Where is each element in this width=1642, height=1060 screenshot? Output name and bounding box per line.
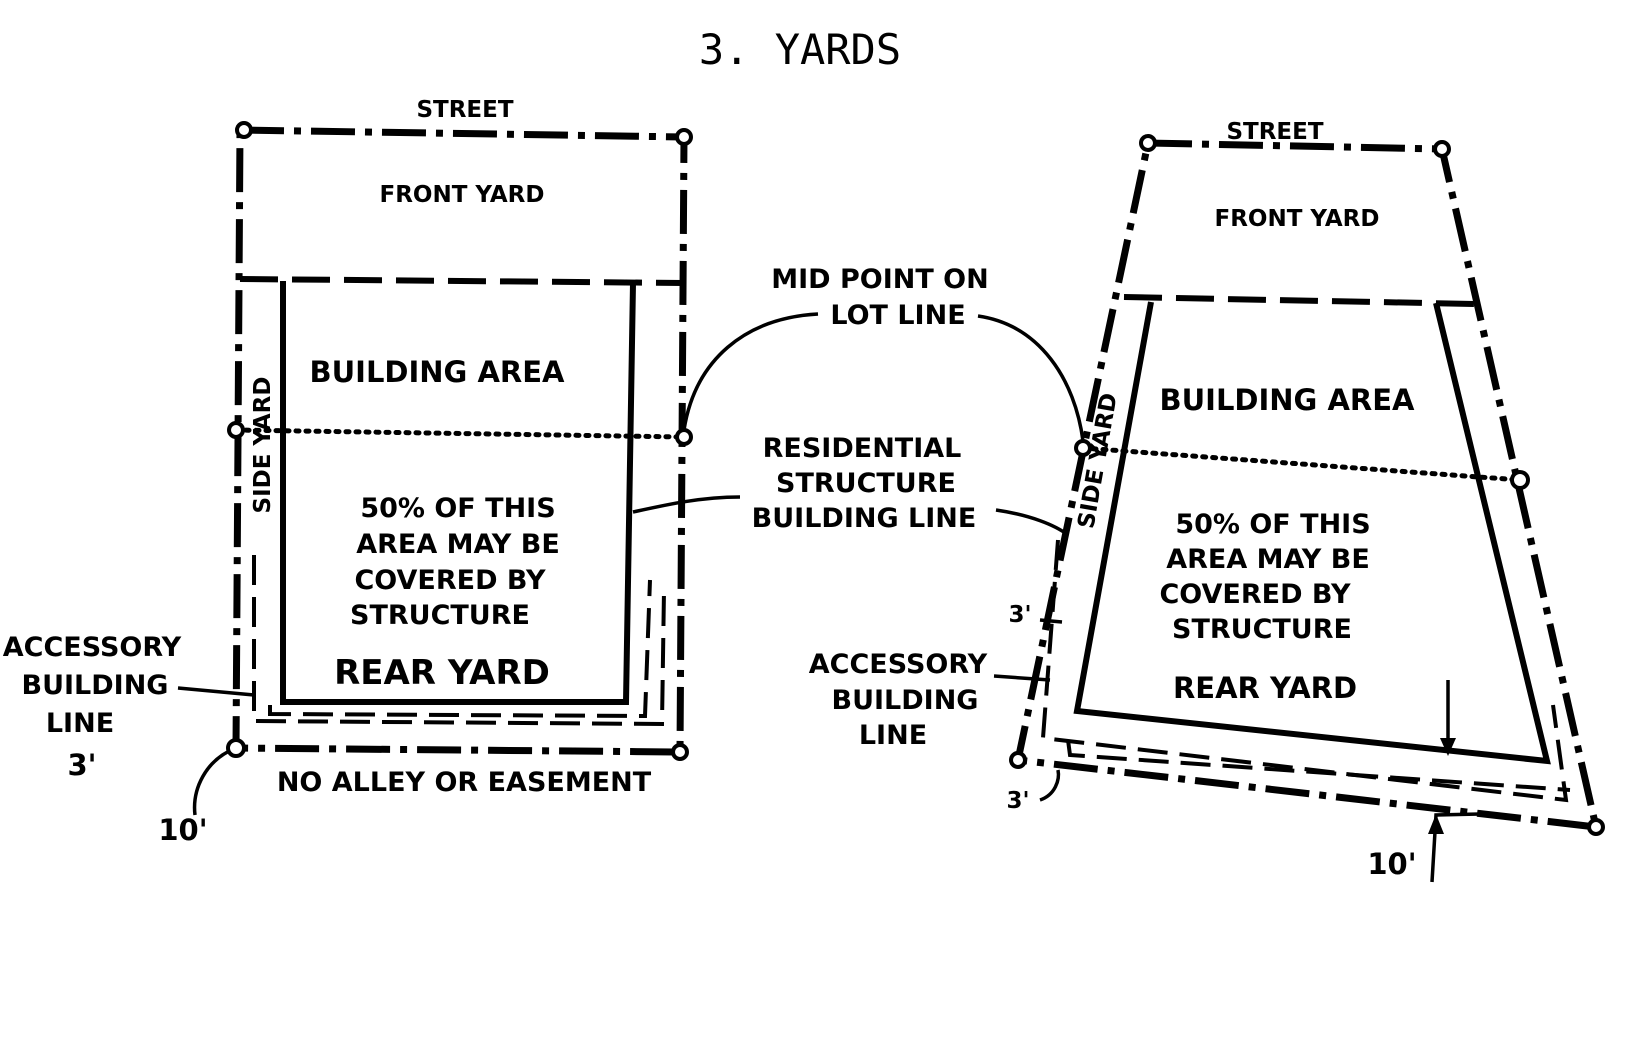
right-dim-3-side-label: 3': [1008, 602, 1031, 628]
mid-point-callout: MID POINT ON LOT LINE: [771, 264, 988, 331]
right-accessory-line-2: BUILDING: [832, 685, 979, 716]
right-dim-3-rear-label: 3': [1006, 788, 1029, 814]
left-accessory-line-2: BUILDING: [22, 670, 169, 701]
left-dim-10-label: 10': [158, 813, 207, 847]
right-corner-node-br: [1587, 818, 1605, 836]
right-lot: STREET FRONT YARD BUILDING AREA SIDE YAR…: [809, 119, 1605, 883]
right-dim-3-side-tick: [1039, 618, 1063, 624]
right-dim-3-rear-leader: [1039, 769, 1061, 802]
right-accessory-line-1: ACCESSORY: [809, 649, 988, 680]
left-accessory-leader: [177, 686, 255, 697]
left-corner-node-bl: [226, 738, 246, 758]
right-midpoint-node-right: [1510, 470, 1530, 490]
right-accessory-line-3: LINE: [859, 720, 927, 751]
left-corner-node-tl: [235, 121, 253, 139]
left-building-area-label: BUILDING AREA: [310, 355, 566, 389]
right-dim-10-label: 10': [1367, 847, 1416, 881]
left-building-line: [280, 281, 636, 705]
right-lot-line: [1013, 139, 1601, 832]
mid-point-leader-left: [682, 312, 819, 431]
left-midpoint-node-left: [227, 421, 245, 439]
right-rear-arrow-up-head: [1428, 814, 1444, 834]
left-accessory-line: [252, 555, 666, 727]
left-coverage-line-3: COVERED BY: [354, 565, 546, 596]
left-coverage-line-1: 50% OF THIS: [360, 493, 555, 524]
right-accessory-line: [1040, 539, 1569, 803]
right-building-area-label: BUILDING AREA: [1160, 383, 1416, 417]
right-coverage-line-3: COVERED BY: [1159, 579, 1351, 610]
left-midpoint-node-right: [675, 428, 693, 446]
right-coverage-line-2: AREA MAY BE: [1166, 544, 1370, 575]
center-callouts: MID POINT ON LOT LINE RESIDENTIAL STRUCT…: [632, 264, 1085, 537]
left-corner-node-br: [671, 743, 689, 761]
residential-line-2: STRUCTURE: [776, 468, 956, 499]
left-front-building-line: [239, 276, 685, 286]
left-accessory-label: ACCESSORY BUILDING LINE: [3, 632, 182, 739]
right-street-label: STREET: [1226, 119, 1323, 145]
mid-point-leader-right: [977, 314, 1085, 442]
residential-leader-left: [632, 495, 741, 514]
right-midpoint-line: [1080, 445, 1523, 483]
left-street-label: STREET: [416, 97, 513, 123]
right-building-line: [1073, 301, 1551, 765]
left-10-leader: [192, 746, 237, 816]
mid-point-line-2: LOT LINE: [830, 300, 965, 331]
residential-line-1: RESIDENTIAL: [763, 433, 962, 464]
right-midpoint-node-left: [1074, 439, 1092, 457]
right-coverage-text: 50% OF THIS AREA MAY BE COVERED BY STRUC…: [1159, 509, 1370, 645]
right-accessory-label: ACCESSORY BUILDING LINE: [809, 649, 988, 751]
page-title: 3. YARDS: [699, 25, 901, 74]
left-midpoint-line: [233, 427, 687, 440]
left-coverage-line-2: AREA MAY BE: [356, 529, 560, 560]
right-corner-node-bl: [1009, 751, 1027, 769]
left-corner-node-tr: [675, 128, 693, 146]
left-rear-yard-label: REAR YARD: [334, 653, 550, 693]
right-front-yard-label: FRONT YARD: [1215, 206, 1380, 232]
residential-leader-right: [995, 508, 1070, 537]
left-side-yard-label: SIDE YARD: [250, 377, 276, 514]
right-corner-node-tl: [1139, 134, 1157, 152]
left-coverage-text: 50% OF THIS AREA MAY BE COVERED BY STRUC…: [350, 493, 560, 631]
left-accessory-line-3: LINE: [46, 708, 114, 739]
left-coverage-line-4: STRUCTURE: [350, 600, 530, 631]
left-front-yard-label: FRONT YARD: [380, 182, 545, 208]
right-coverage-line-4: STRUCTURE: [1172, 614, 1352, 645]
right-rear-yard-label: REAR YARD: [1173, 671, 1357, 705]
left-accessory-line-1: ACCESSORY: [3, 632, 182, 663]
right-accessory-leader: [993, 674, 1051, 682]
left-accessory-line-inner: [268, 579, 652, 719]
right-corner-node-tr: [1433, 140, 1451, 158]
left-lot-line: [232, 126, 688, 756]
right-front-building-line: [1123, 294, 1477, 307]
left-lot: STREET FRONT YARD BUILDING AREA SIDE YAR…: [3, 97, 693, 847]
right-accessory-line-inner: [1066, 739, 1571, 792]
right-coverage-line-1: 50% OF THIS: [1175, 509, 1370, 540]
residential-callout: RESIDENTIAL STRUCTURE BUILDING LINE: [752, 433, 977, 534]
residential-line-3: BUILDING LINE: [752, 503, 977, 534]
mid-point-line-1: MID POINT ON: [771, 264, 988, 295]
right-rear-arrow-down-head: [1440, 738, 1456, 756]
left-no-alley-label: NO ALLEY OR EASEMENT: [277, 767, 652, 798]
left-dim-3-label: 3': [67, 748, 96, 782]
